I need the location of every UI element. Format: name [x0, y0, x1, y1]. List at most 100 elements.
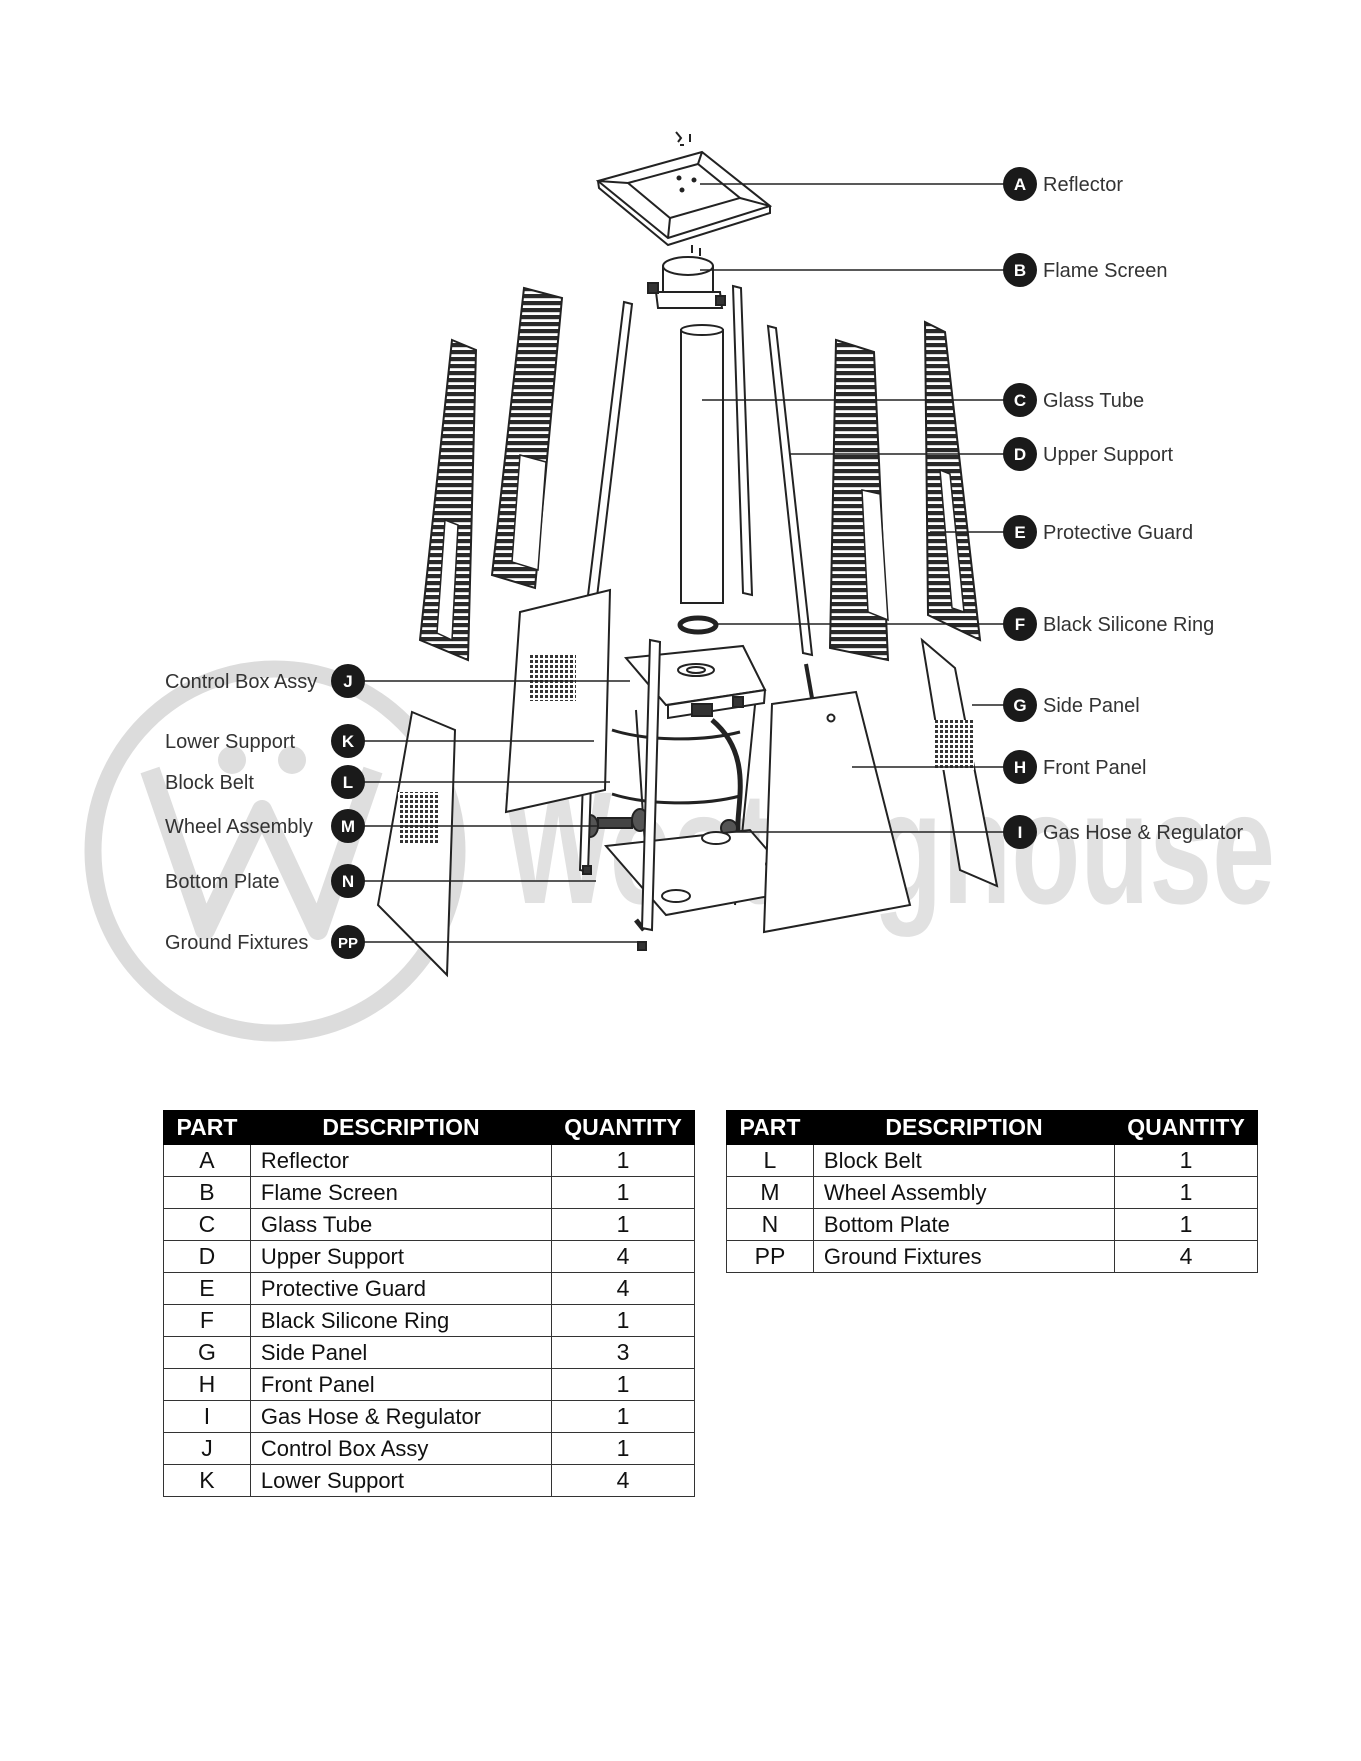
quantity-cell: 1: [1114, 1208, 1258, 1241]
side-panels: [376, 588, 999, 978]
callout-label: Ground Fixtures: [165, 932, 308, 954]
callout-label: Block Belt: [165, 772, 254, 794]
callout-label: Flame Screen: [1043, 260, 1168, 282]
part-cell: J: [163, 1432, 251, 1465]
description-cell: Block Belt: [812, 1144, 1116, 1177]
header-description: DESCRIPTION: [812, 1110, 1116, 1145]
callout-letter: L: [343, 773, 353, 792]
description-cell: Ground Fixtures: [812, 1240, 1116, 1273]
control-box-part: [611, 644, 767, 921]
description-cell: Flame Screen: [249, 1176, 553, 1209]
quantity-cell: 1: [1114, 1176, 1258, 1209]
upper-support-rail: [583, 300, 634, 624]
protective-guards: [418, 286, 982, 662]
callout-badge-icon: [331, 724, 365, 758]
callout-letter: B: [1014, 261, 1026, 280]
quantity-cell: 1: [551, 1368, 695, 1401]
callout-label: Gas Hose & Regulator: [1043, 822, 1243, 844]
watermark-dot-icon: [278, 746, 306, 774]
part-cell: D: [163, 1240, 251, 1273]
part-cell: K: [163, 1464, 251, 1497]
description-cell: Bottom Plate: [812, 1208, 1116, 1241]
callout-letter: E: [1014, 523, 1025, 542]
guard-left-inner: [490, 286, 564, 590]
quantity-cell: 3: [551, 1336, 695, 1369]
upper-support-rail: [731, 284, 754, 597]
glass-tube-top: [680, 324, 724, 336]
description-cell: Control Box Assy: [249, 1432, 553, 1465]
description-cell: Glass Tube: [249, 1208, 553, 1241]
description-cell: Side Panel: [249, 1336, 553, 1369]
table-header-row: PART DESCRIPTION QUANTITY: [726, 1110, 1258, 1145]
callout-letter: F: [1015, 615, 1025, 634]
reflector-part: [595, 131, 773, 247]
watermark-dot-icon: [218, 746, 246, 774]
callout-letter: J: [343, 672, 352, 691]
upper-support-rail: [766, 324, 814, 657]
callout-letter: A: [1014, 175, 1026, 194]
description-cell: Lower Support: [249, 1464, 553, 1497]
callout-label: Control Box Assy: [165, 671, 317, 693]
description-cell: Black Silicone Ring: [249, 1304, 553, 1337]
quantity-cell: 4: [551, 1240, 695, 1273]
part-cell: F: [163, 1304, 251, 1337]
quantity-cell: 1: [551, 1176, 695, 1209]
callout-letter: G: [1013, 696, 1026, 715]
callout-badge-icon: [1003, 750, 1037, 784]
quantity-cell: 1: [551, 1400, 695, 1433]
exploded-parts-diagram: Westinghouse: [84, 131, 1275, 1042]
quantity-cell: 4: [551, 1464, 695, 1497]
callout-letter: PP: [338, 935, 358, 952]
description-cell: Gas Hose & Regulator: [249, 1400, 553, 1433]
callout-label: Bottom Plate: [165, 871, 280, 893]
callout-label: Front Panel: [1043, 757, 1146, 779]
quantity-cell: 1: [551, 1208, 695, 1241]
quantity-cell: 1: [551, 1144, 695, 1177]
part-cell: C: [163, 1208, 251, 1241]
flame-screen-part: [647, 245, 726, 309]
upper-supports: [583, 284, 814, 657]
callout-label: Glass Tube: [1043, 390, 1144, 412]
guard-left-outer: [418, 338, 478, 662]
part-cell: A: [163, 1144, 251, 1177]
callout-letter: I: [1018, 823, 1023, 842]
quantity-cell: 4: [551, 1272, 695, 1305]
callout-badge-icon: [1003, 437, 1037, 471]
watermark-ring-icon: [84, 660, 466, 1042]
part-cell: G: [163, 1336, 251, 1369]
callout-label: Wheel Assembly: [165, 816, 313, 838]
front-panel-part: [762, 663, 912, 934]
callout-badge-icon: [1003, 515, 1037, 549]
part-cell: I: [163, 1400, 251, 1433]
glass-tube-part: [680, 329, 724, 604]
table-header-row: PART DESCRIPTION QUANTITY: [163, 1110, 695, 1145]
header-part: PART: [726, 1110, 814, 1145]
part-cell: B: [163, 1176, 251, 1209]
part-cell: E: [163, 1272, 251, 1305]
description-cell: Protective Guard: [249, 1272, 553, 1305]
header-quantity: QUANTITY: [1114, 1110, 1258, 1145]
part-cell: PP: [726, 1240, 814, 1273]
callout-badge-icon: [1003, 253, 1037, 287]
callout-letter: N: [342, 872, 354, 891]
callout-badge-icon: [331, 925, 365, 959]
part-cell: L: [726, 1144, 814, 1177]
callout-letter: M: [341, 817, 355, 836]
header-part: PART: [163, 1110, 251, 1145]
guard-right-outer: [923, 320, 982, 642]
callout-letter: D: [1014, 445, 1026, 464]
